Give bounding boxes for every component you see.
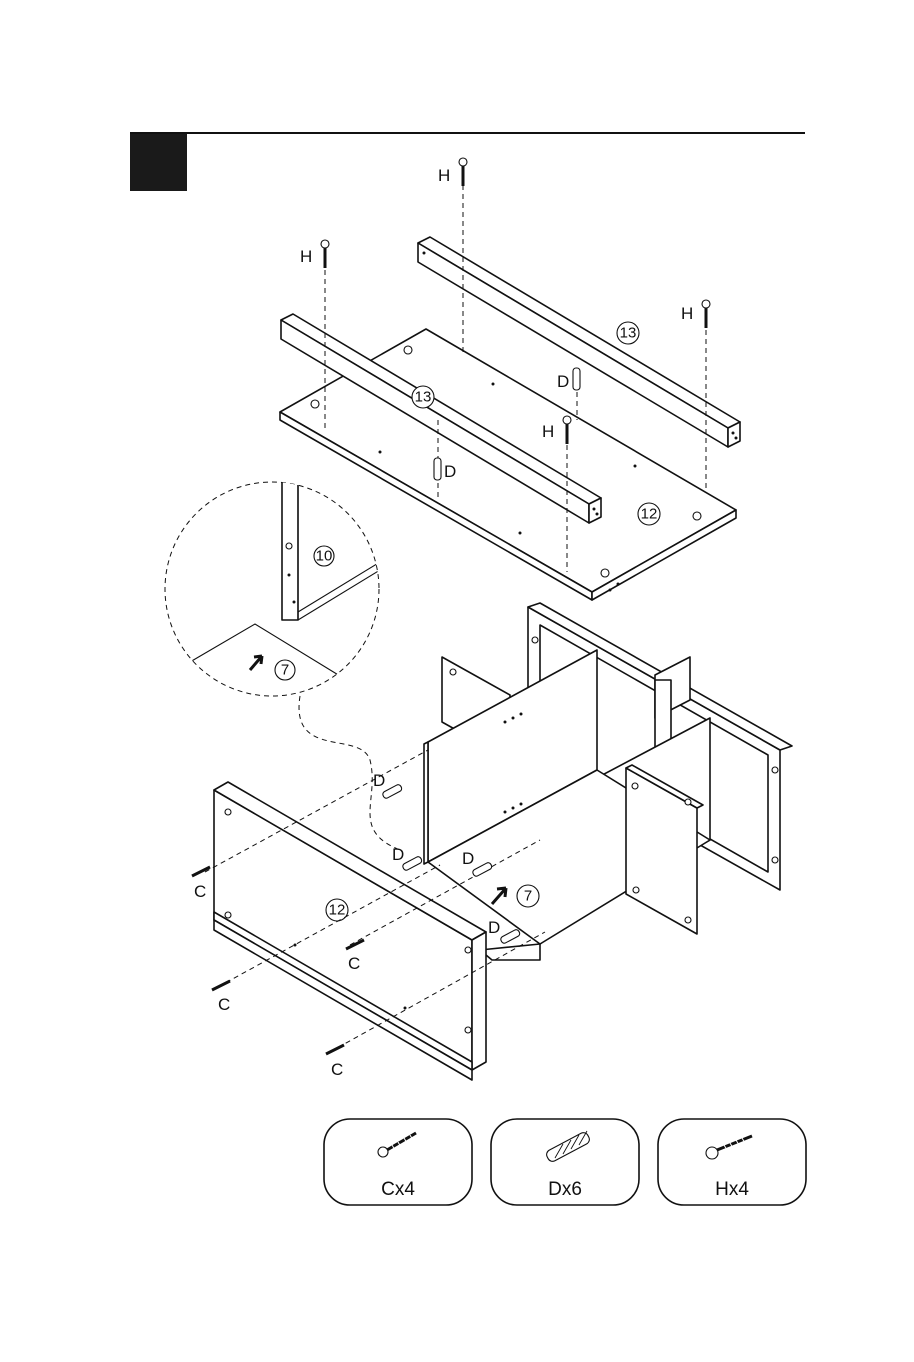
screw-h-3: H — [681, 300, 710, 328]
dowel-d-top-1: D — [557, 368, 580, 391]
screw-c-label: C — [331, 1060, 343, 1079]
screw-h-1: H — [438, 158, 467, 186]
dowel-d-low-1: D — [373, 771, 403, 799]
dowel-d-low-2: D — [392, 845, 423, 871]
part-number-rail-back: 13 — [620, 325, 637, 342]
part-number-top-panel: 12 — [641, 506, 658, 523]
dowel-d-label: D — [488, 918, 500, 937]
dowel-d-top-2: D — [434, 458, 456, 481]
screw-h-2: H — [300, 240, 329, 268]
top-assembly: H H H H D D 13 13 12 — [280, 158, 740, 600]
screw-c-label: C — [348, 954, 360, 973]
part-number-divider-detail: 10 — [316, 548, 333, 565]
screw-h-label: H — [681, 304, 693, 323]
hardware-caption-h: Hx4 — [715, 1179, 749, 1200]
part-number-rail-front: 13 — [415, 389, 432, 406]
detail-callout: 10 7 — [165, 480, 400, 850]
screw-h-label: H — [542, 422, 554, 441]
screw-c-label: C — [218, 995, 230, 1014]
hardware-legend: Cx4 Dx6 Hx4 — [324, 1119, 806, 1205]
hardware-caption-c: Cx4 — [381, 1179, 415, 1200]
screw-c-1: C — [192, 867, 210, 901]
dowel-d-label: D — [462, 849, 474, 868]
hardware-card-h: Hx4 — [658, 1119, 806, 1205]
part-number-shelf-main: 7 — [524, 888, 532, 905]
hardware-caption-d: Dx6 — [548, 1179, 582, 1200]
hardware-card-c: Cx4 — [324, 1119, 472, 1205]
part-number-shelf-detail: 7 — [281, 662, 289, 679]
screw-c-4: C — [326, 1045, 344, 1079]
dowel-d-label: D — [373, 771, 385, 790]
hardware-card-d: Dx6 — [491, 1119, 639, 1205]
step-number-box — [130, 134, 187, 191]
dowel-d-label: D — [444, 462, 456, 481]
screw-c-label: C — [194, 882, 206, 901]
screw-c-3: C — [212, 981, 230, 1014]
screw-h-label: H — [300, 247, 312, 266]
screw-h-label: H — [438, 166, 450, 185]
part-number-front-panel: 12 — [329, 902, 346, 919]
dowel-d-label: D — [392, 845, 404, 864]
dowel-d-label: D — [557, 372, 569, 391]
